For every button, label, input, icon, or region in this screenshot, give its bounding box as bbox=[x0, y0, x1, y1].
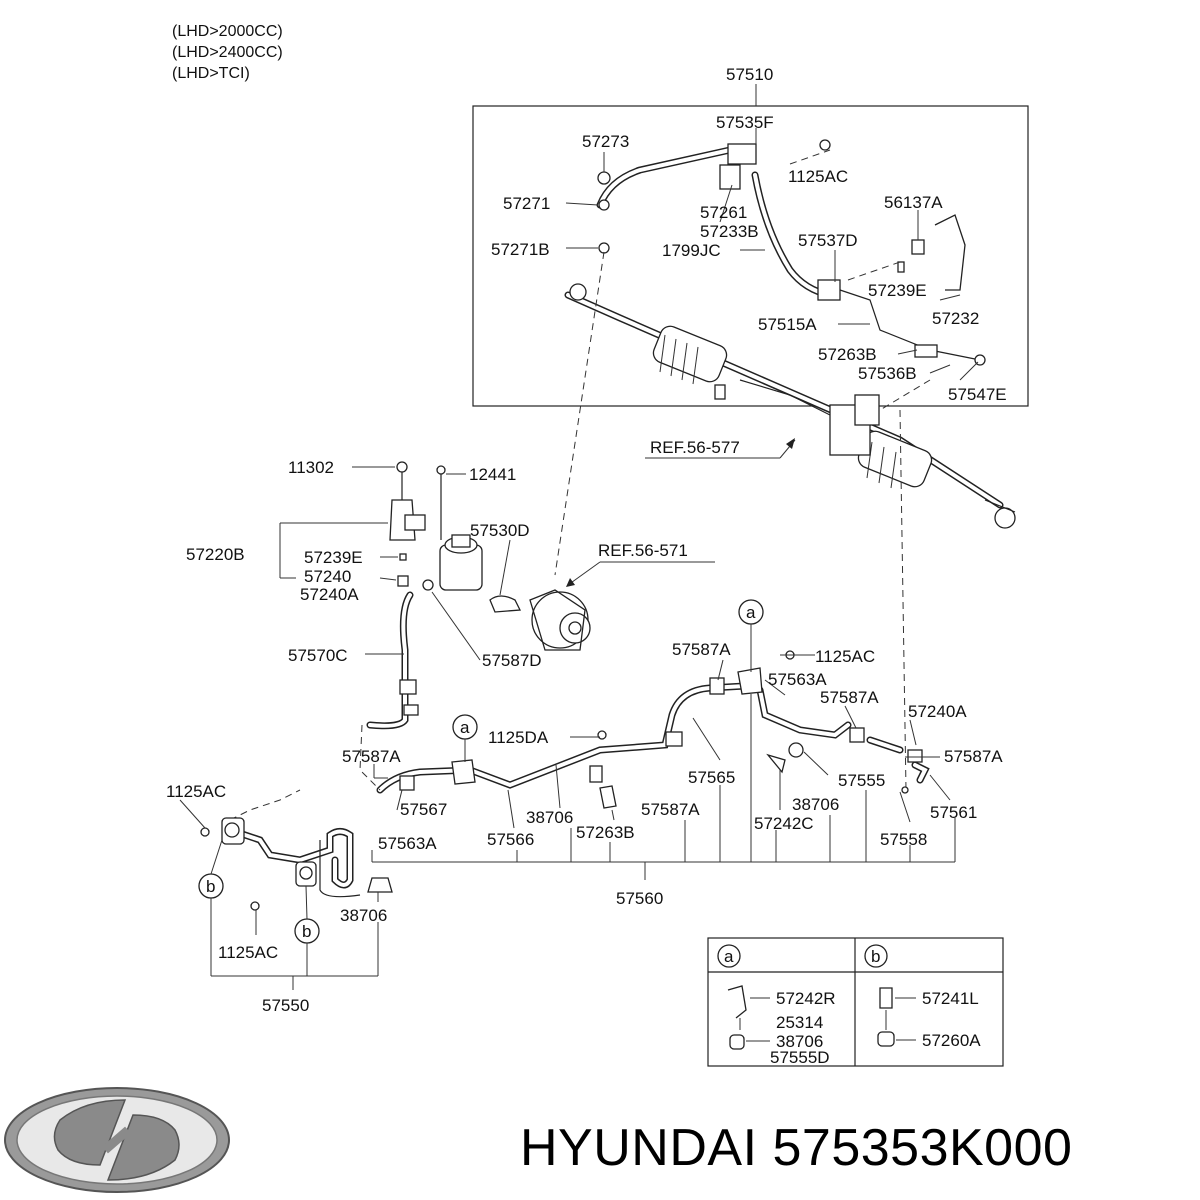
part-label: 11302 bbox=[288, 458, 334, 477]
part-label: 57563A bbox=[768, 670, 827, 689]
part-label: 38706 bbox=[526, 808, 573, 827]
condition-note: (LHD>2000CC) bbox=[172, 23, 283, 40]
legend-item: 57260A bbox=[922, 1031, 981, 1050]
part-label: 57587A bbox=[944, 747, 1003, 766]
part-label: 57242C bbox=[754, 814, 814, 833]
callout-letter: a bbox=[746, 603, 756, 622]
part-label: 57271 bbox=[503, 194, 550, 213]
part-label: 57560 bbox=[616, 889, 663, 908]
leader-lines-lower bbox=[179, 654, 956, 990]
part-label: 57587A bbox=[641, 800, 700, 819]
reference-label: REF.56-577 bbox=[650, 438, 740, 457]
part-label: 57547E bbox=[948, 385, 1007, 404]
part-label: 57565 bbox=[688, 768, 735, 787]
part-label: 57587A bbox=[672, 640, 731, 659]
part-label: 57240A bbox=[300, 585, 359, 604]
part-label: 57240 bbox=[304, 567, 351, 586]
reference-label: REF.56-571 bbox=[598, 541, 688, 560]
part-label: 57555 bbox=[838, 771, 885, 790]
part-label: 57536B bbox=[858, 364, 917, 383]
part-label: 57587A bbox=[820, 688, 879, 707]
legend-table: a b 57242R 25314 38706 57555D 57241L 572… bbox=[707, 937, 1004, 1067]
part-label: 57561 bbox=[930, 803, 977, 822]
part-label: 12441 bbox=[469, 465, 516, 484]
part-label: 38706 bbox=[792, 795, 839, 814]
part-label: 57271B bbox=[491, 240, 550, 259]
callout-markers: a a b b bbox=[198, 599, 764, 944]
leader-lines-top bbox=[565, 128, 979, 411]
pressure-hose-drawing bbox=[596, 139, 986, 416]
guide-line bbox=[899, 409, 907, 791]
part-label: 57587D bbox=[482, 651, 542, 670]
part-label: 57566 bbox=[487, 830, 534, 849]
legend-item: 25314 bbox=[776, 1013, 823, 1032]
reservoir-pump-drawing bbox=[366, 461, 591, 730]
part-label: 57240A bbox=[908, 702, 967, 721]
leader-lines-pump bbox=[279, 466, 715, 661]
part-label: 57263B bbox=[576, 823, 635, 842]
part-label: 57261 bbox=[700, 203, 747, 222]
legend-header-a: a bbox=[724, 947, 734, 966]
gear-box-frame bbox=[472, 105, 1029, 407]
legend-item: 57242R bbox=[776, 989, 836, 1008]
part-label: 57530D bbox=[470, 521, 530, 540]
legend-header-b: b bbox=[871, 947, 880, 966]
part-label: 57233B bbox=[700, 222, 759, 241]
part-label: 57239E bbox=[868, 281, 927, 300]
legend-item: 57555D bbox=[770, 1048, 830, 1067]
part-label: 1125AC bbox=[166, 782, 226, 801]
steering-rack-drawing bbox=[564, 283, 1016, 529]
hyundai-logo bbox=[4, 1087, 230, 1193]
callout-letter: a bbox=[460, 718, 470, 737]
callout-letter: b bbox=[206, 877, 215, 896]
callout-letter: b bbox=[302, 922, 311, 941]
part-label: 1125DA bbox=[488, 728, 549, 747]
part-label: 1125AC bbox=[218, 943, 278, 962]
part-label: 57273 bbox=[582, 132, 629, 151]
part-label: 57510 bbox=[726, 65, 773, 84]
legend-item: 57241L bbox=[922, 989, 979, 1008]
part-label: 57587A bbox=[342, 747, 401, 766]
part-label: 57220B bbox=[186, 545, 245, 564]
part-label: 57567 bbox=[400, 800, 447, 819]
part-label: 38706 bbox=[340, 906, 387, 925]
part-label: 57535F bbox=[716, 113, 774, 132]
part-label: 57537D bbox=[798, 231, 858, 250]
condition-notes: (LHD>2000CC) (LHD>2400CC) (LHD>TCI) bbox=[172, 23, 283, 82]
condition-note: (LHD>2400CC) bbox=[172, 44, 283, 61]
cooler-tube-drawing bbox=[200, 789, 393, 911]
condition-note: (LHD>TCI) bbox=[172, 65, 250, 82]
legend-item: 38706 bbox=[776, 1032, 823, 1051]
part-label: 1125AC bbox=[815, 647, 875, 666]
part-label: 57515A bbox=[758, 315, 817, 334]
return-hose-drawing bbox=[359, 650, 930, 809]
guide-line bbox=[554, 251, 605, 576]
part-label: 56137A bbox=[884, 193, 943, 212]
part-label: 1799JC bbox=[662, 241, 721, 260]
part-label: 57550 bbox=[262, 996, 309, 1015]
part-number-caption: HYUNDAI 575353K000 bbox=[520, 1119, 1072, 1177]
part-label: 1125AC bbox=[788, 167, 848, 186]
part-label: 57570C bbox=[288, 646, 348, 665]
part-label: 57563A bbox=[378, 834, 437, 853]
part-label: 57558 bbox=[880, 830, 927, 849]
part-label: 57239E bbox=[304, 548, 363, 567]
part-label: 57232 bbox=[932, 309, 979, 328]
part-label: 57263B bbox=[818, 345, 877, 364]
